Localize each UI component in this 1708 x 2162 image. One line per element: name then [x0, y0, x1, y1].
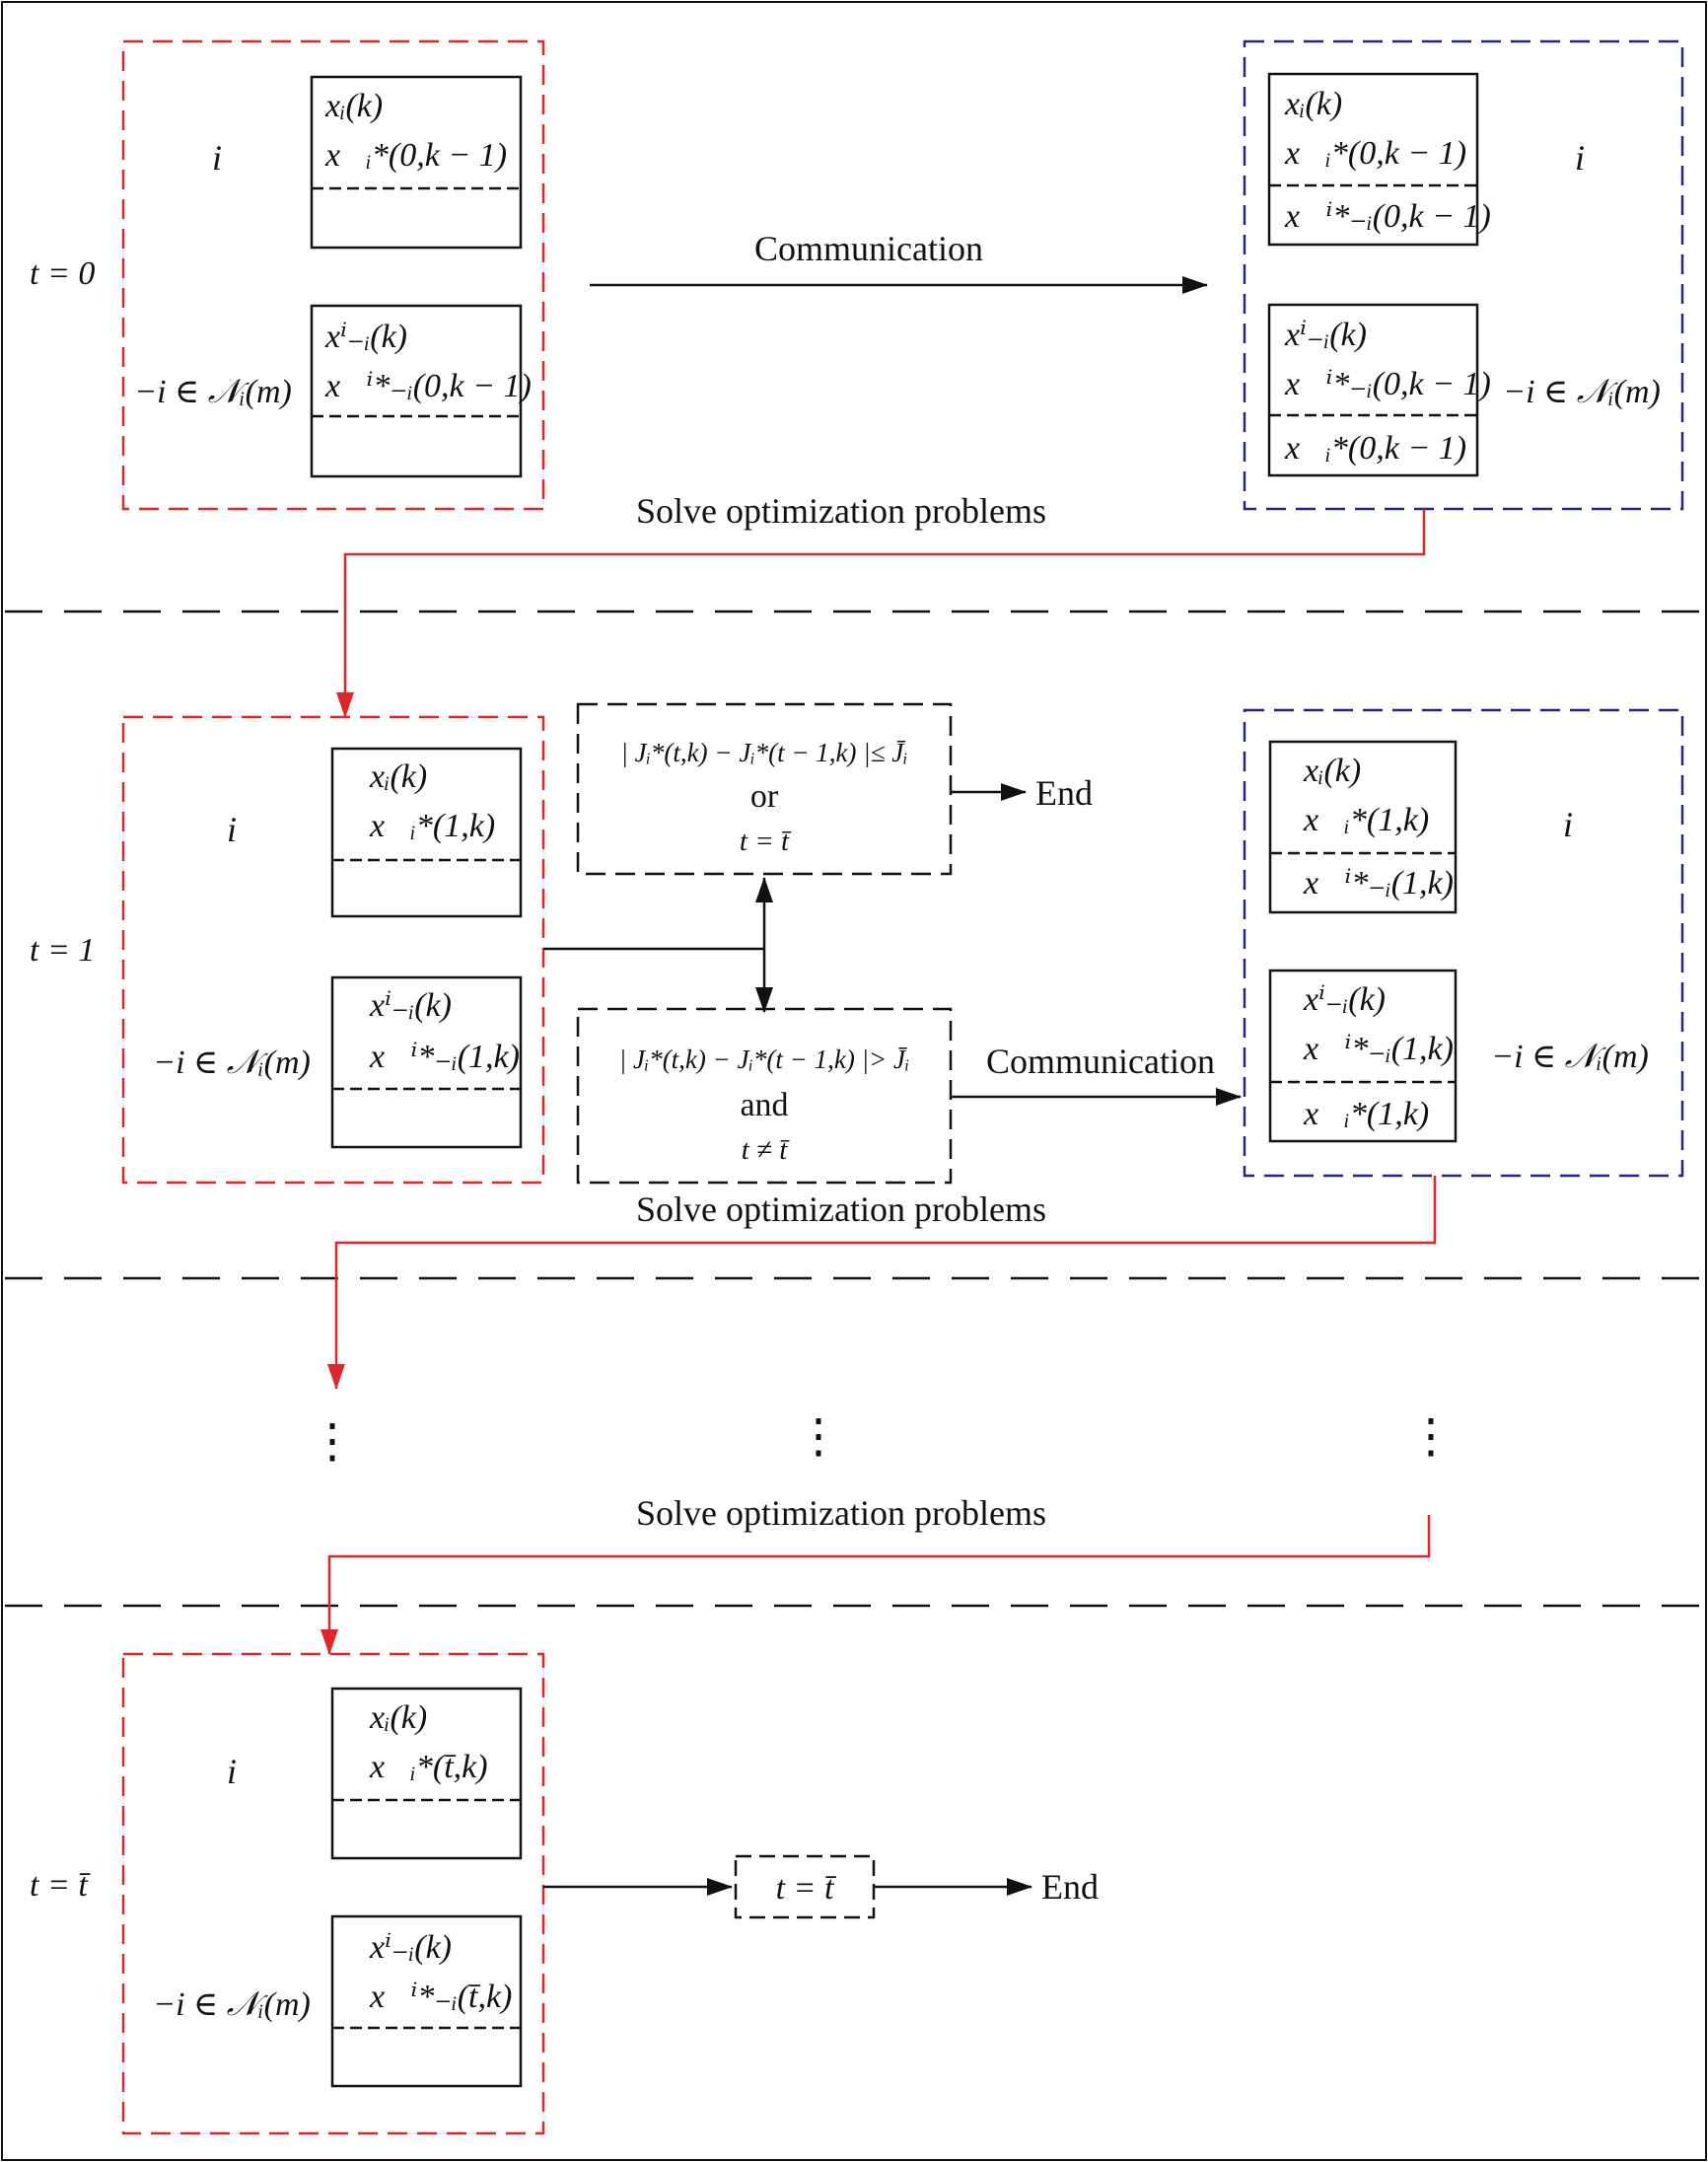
continue-condition-t: t ≠ t̄: [742, 1134, 791, 1166]
communication-label: Communication: [986, 1042, 1215, 1081]
state-entry: x⃗ᵢ*(t̄,k): [369, 1749, 488, 1785]
agent-label: i: [227, 1752, 237, 1791]
state-entry: x⃗ᵢ*(1,k): [1303, 1096, 1429, 1132]
state-entry: x⃗ⁱ*₋ᵢ(1,k): [369, 1039, 520, 1075]
and-label: and: [740, 1087, 788, 1123]
state-box: xᵢ(k) x⃗ᵢ*(0,k − 1): [310, 75, 523, 250]
state-box: xᵢ(k) x⃗ᵢ*(t̄,k): [330, 1687, 523, 1860]
solve-label: Solve optimization problems: [636, 491, 1046, 531]
neighbor-label: −i ∈ 𝒩ᵢ(m): [153, 1986, 311, 2023]
stop-condition-t: t = t̄: [740, 826, 792, 857]
state-entry: xᵢ(k): [369, 1699, 427, 1736]
state-entry: x⃗ᵢ*(1,k): [1303, 802, 1429, 838]
state-entry: xᵢ(k): [369, 758, 427, 795]
or-label: or: [750, 778, 779, 815]
state-entry: xⁱ₋ᵢ(k): [369, 987, 452, 1024]
state-entry: x⃗ⁱ*₋ᵢ(0,k − 1): [1284, 198, 1491, 235]
end-label: End: [1035, 773, 1093, 813]
local-group-t0: [121, 39, 545, 511]
stage-label-tbar: t = t̄: [30, 1867, 91, 1904]
state-box: xⁱ₋ᵢ(k) x⃗ⁱ*₋ᵢ(t̄,k): [330, 1914, 523, 2088]
state-entry: x⃗ⁱ*₋ᵢ(0,k − 1): [324, 368, 532, 404]
state-entry: x⃗ⁱ*₋ᵢ(t̄,k): [369, 1979, 512, 2015]
received-group-t0: [1243, 39, 1684, 511]
solve-label: Solve optimization problems: [636, 1189, 1046, 1229]
state-entry: x⃗ⁱ*₋ᵢ(1,k): [1303, 865, 1454, 901]
neighbor-label: −i ∈ 𝒩ᵢ(m): [134, 374, 292, 410]
state-entry: xᵢ(k): [324, 88, 383, 124]
continue-condition: | Jᵢ*(t,k) − Jᵢ*(t − 1,k) |> J̄ᵢ: [619, 1045, 909, 1074]
solve-label: Solve optimization problems: [636, 1493, 1046, 1533]
solve-arrow-tbar: [320, 1515, 1431, 1655]
vdots: ⋮: [795, 1410, 842, 1463]
end-label: End: [1041, 1867, 1099, 1907]
state-entry: xᵢ(k): [1303, 753, 1361, 789]
stop-condition-box: [576, 702, 953, 876]
local-group-tbar: [121, 1652, 545, 2135]
agent-label: i: [227, 810, 237, 849]
state-entry: xⁱ₋ᵢ(k): [324, 319, 407, 355]
state-entry: x⃗ᵢ*(0,k − 1): [1284, 430, 1466, 467]
state-box: xⁱ₋ᵢ(k) x⃗ⁱ*₋ᵢ(0,k − 1) x⃗ᵢ*(0,k − 1): [1267, 303, 1491, 477]
state-box: xⁱ₋ᵢ(k) x⃗ⁱ*₋ᵢ(1,k): [330, 975, 523, 1149]
neighbor-label: −i ∈ 𝒩ᵢ(m): [153, 1045, 311, 1081]
state-box: xᵢ(k) x⃗ᵢ*(1,k): [330, 747, 523, 918]
state-entry: x⃗ᵢ*(0,k − 1): [1284, 135, 1466, 172]
solve-arrow-t1: [327, 1176, 1437, 1390]
state-entry: xᵢ(k): [1284, 86, 1342, 122]
state-entry: xⁱ₋ᵢ(k): [369, 1929, 452, 1966]
state-box: xᵢ(k) x⃗ᵢ*(0,k − 1) x⃗ⁱ*₋ᵢ(0,k − 1): [1267, 72, 1491, 247]
state-box: xⁱ₋ᵢ(k) x⃗ⁱ*₋ᵢ(1,k) x⃗ᵢ*(1,k): [1268, 969, 1458, 1143]
state-entry: x⃗ᵢ*(0,k − 1): [324, 137, 507, 174]
vdots: ⋮: [1407, 1410, 1455, 1463]
neighbor-label: −i ∈ 𝒩ᵢ(m): [1503, 374, 1661, 410]
stage-label-t0: t = 0: [30, 255, 95, 292]
agent-label: i: [212, 138, 222, 178]
final-condition: t = t̄: [776, 1870, 837, 1907]
communication-label: Communication: [754, 229, 983, 268]
neighbor-label: −i ∈ 𝒩ᵢ(m): [1491, 1039, 1649, 1075]
received-group-t1: [1243, 708, 1684, 1178]
state-entry: x⃗ᵢ*(1,k): [369, 808, 495, 844]
state-entry: x⃗ⁱ*₋ᵢ(1,k): [1303, 1031, 1454, 1067]
vdots: ⋮: [309, 1415, 356, 1468]
state-box: xᵢ(k) x⃗ᵢ*(1,k) x⃗ⁱ*₋ᵢ(1,k): [1268, 740, 1458, 914]
state-box: xⁱ₋ᵢ(k) x⃗ⁱ*₋ᵢ(0,k − 1): [310, 304, 532, 478]
state-entry: x⃗ⁱ*₋ᵢ(0,k − 1): [1284, 366, 1491, 402]
agent-label: i: [1575, 138, 1585, 178]
stop-condition: | Jᵢ*(t,k) − Jᵢ*(t − 1,k) |≤ J̄ᵢ: [620, 738, 907, 767]
solve-arrow-t0: [336, 509, 1426, 718]
agent-label: i: [1563, 805, 1573, 844]
state-entry: xⁱ₋ᵢ(k): [1303, 981, 1386, 1018]
stage-label-t1: t = 1: [30, 932, 95, 969]
state-entry: xⁱ₋ᵢ(k): [1284, 317, 1367, 353]
